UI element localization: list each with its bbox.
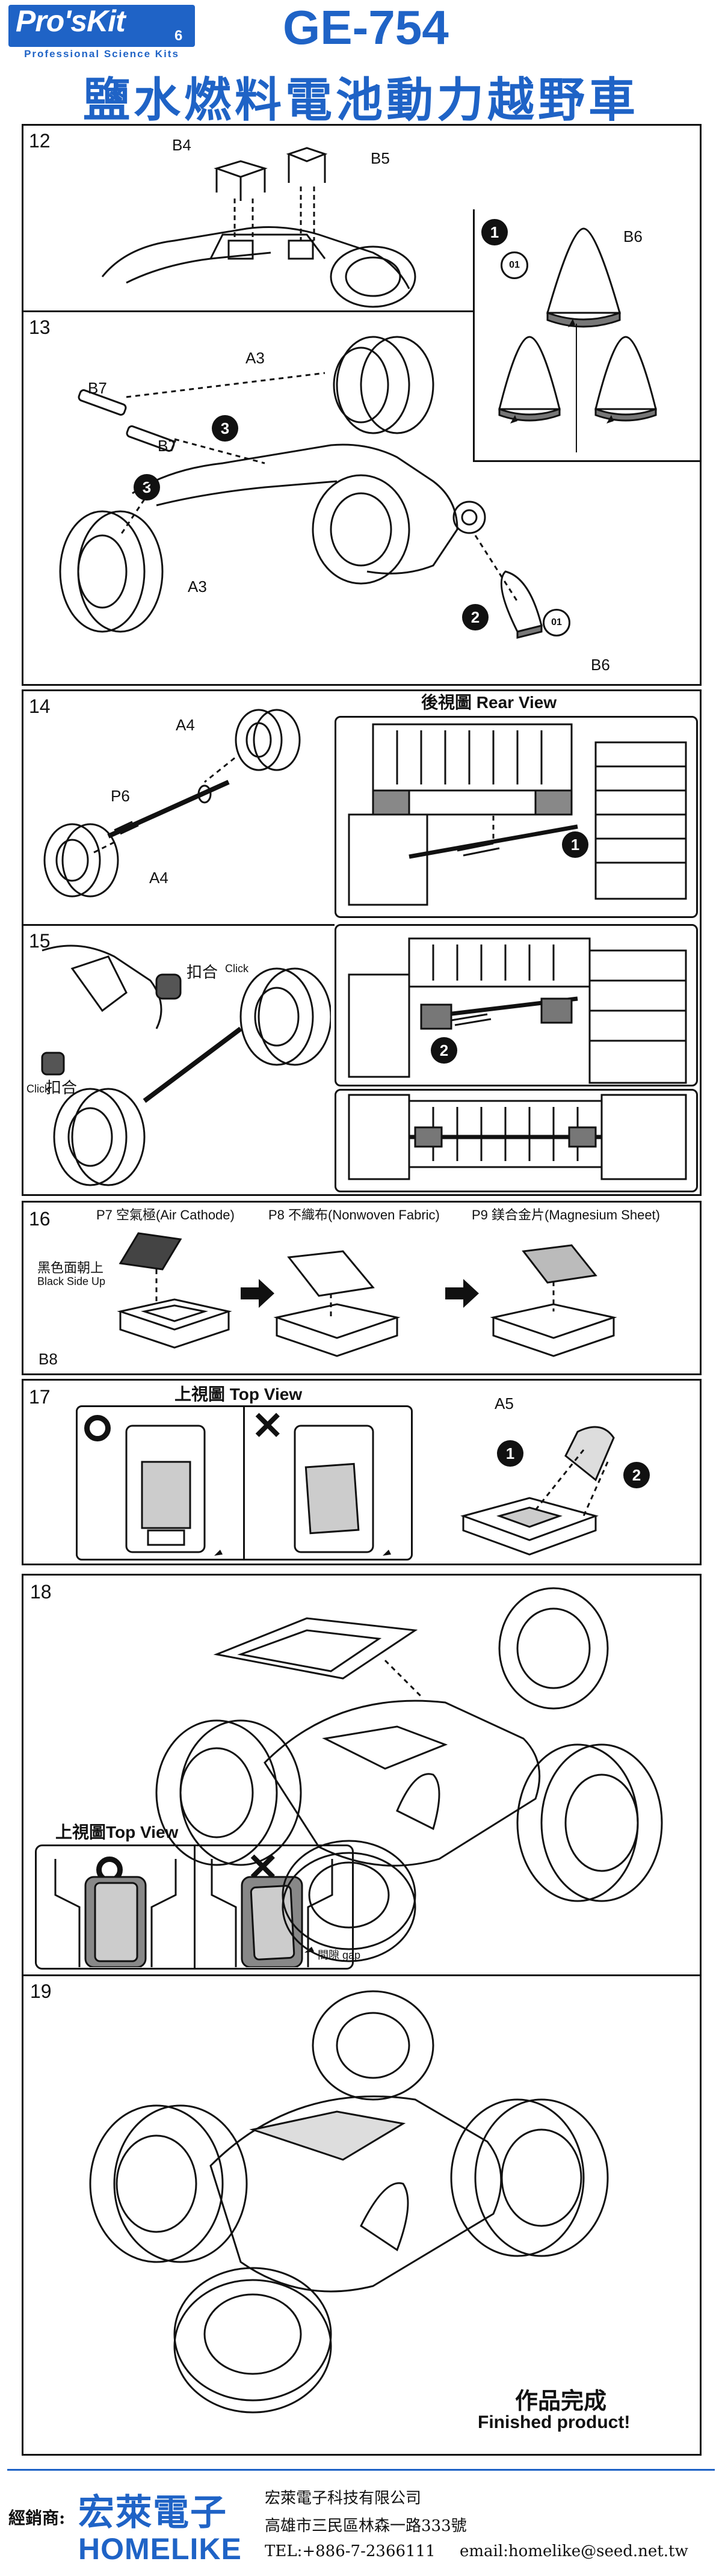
step-number: 14 bbox=[29, 695, 51, 717]
axle-click-illustration bbox=[41, 944, 331, 1186]
step-badge-1: 1 bbox=[481, 219, 508, 245]
part-label-b6: B6 bbox=[623, 227, 643, 245]
brand-logo-subtitle: Professional Science Kits bbox=[24, 48, 179, 60]
part-label-p7: P7 空氣極(Air Cathode) bbox=[96, 1207, 235, 1222]
part-label-a3-top: A3 bbox=[245, 349, 265, 367]
step-divider bbox=[22, 310, 473, 312]
detail-box-b6 bbox=[473, 209, 702, 462]
click-label: 扣合 bbox=[46, 1079, 78, 1097]
finished-label-en: Finished product! bbox=[478, 2412, 631, 2432]
rear-view-illustration bbox=[348, 723, 687, 906]
step-divider bbox=[22, 1974, 702, 1976]
step-badge-2: 2 bbox=[623, 1462, 650, 1488]
step-badge-2: 2 bbox=[462, 604, 489, 630]
axle-illustration bbox=[43, 709, 301, 898]
page-title: 鹽水燃料電池動力越野車 bbox=[82, 73, 639, 128]
brand-logo-number: 6 bbox=[174, 28, 183, 44]
part-label-p8: P8 不織布(Nonwoven Fabric) bbox=[268, 1207, 440, 1222]
cell-layer-illustration bbox=[117, 1232, 617, 1357]
steps-18-19-frame bbox=[22, 1574, 702, 2456]
wheel-install-illustration bbox=[59, 336, 543, 639]
brand-logo-word: Pro'sKit bbox=[16, 4, 126, 38]
step-number: 15 bbox=[29, 930, 51, 952]
company-name: 宏萊電子科技有限公司 bbox=[265, 2489, 422, 2507]
steps-12-13-frame bbox=[22, 124, 702, 686]
detail-box-axle bbox=[335, 924, 698, 1086]
step-number: 19 bbox=[30, 1980, 52, 2002]
axle-detail-illustration bbox=[348, 937, 687, 1180]
step-badge-2: 2 bbox=[431, 1037, 457, 1064]
part-label-p6: P6 bbox=[111, 787, 130, 805]
click-label-en: Click bbox=[26, 1083, 50, 1095]
part-label-a3-bottom: A3 bbox=[188, 578, 207, 596]
steps-14-15-frame bbox=[22, 689, 702, 1196]
part-label-b8: B8 bbox=[39, 1350, 58, 1368]
part-label-a5: A5 bbox=[495, 1394, 514, 1413]
top-view-compare-illustration bbox=[54, 1859, 333, 1967]
step-17-frame bbox=[22, 1379, 702, 1565]
company-address: 高雄市三民區林森一路333號 bbox=[265, 2517, 467, 2535]
part-label-p9: P9 鎂合金片(Magnesium Sheet) bbox=[472, 1207, 660, 1222]
step-number: 17 bbox=[29, 1386, 51, 1408]
distributor-label: 經銷商: bbox=[8, 2508, 66, 2528]
incorrect-icon: ✕ bbox=[251, 1404, 284, 1447]
distributor-brand-cn: 宏萊電子 bbox=[78, 2492, 227, 2534]
part-label-b6: B6 bbox=[591, 656, 610, 674]
click-label: 扣合 bbox=[187, 963, 218, 981]
top-view-title: 上視圖 Top View bbox=[174, 1385, 303, 1404]
detail-box-axle-done bbox=[335, 1089, 698, 1192]
finished-car-illustration bbox=[89, 1990, 609, 2414]
rear-view-title: 後視圖 Rear View bbox=[421, 693, 557, 712]
divider bbox=[243, 1405, 245, 1561]
finished-label: 作品完成 bbox=[515, 2389, 607, 2414]
step-16-frame bbox=[22, 1201, 702, 1375]
step-number: 16 bbox=[29, 1208, 51, 1230]
step-badge-3: 3 bbox=[212, 415, 238, 442]
top-view-title: 上視圖Top View bbox=[55, 1823, 179, 1841]
part-label-b5: B5 bbox=[371, 149, 390, 167]
footer-divider bbox=[7, 2469, 715, 2471]
step-number: 18 bbox=[30, 1581, 52, 1603]
click-label-en: Click bbox=[225, 963, 248, 975]
correct-icon bbox=[84, 1415, 111, 1441]
distributor-brand-en: HOMELIKE bbox=[78, 2532, 242, 2566]
chassis-illustration bbox=[101, 147, 416, 308]
step-divider bbox=[22, 924, 335, 926]
model-number: GE-754 bbox=[283, 1, 449, 54]
final-assembly-illustration bbox=[155, 1587, 663, 1962]
step-badge-1: 1 bbox=[497, 1440, 523, 1467]
orientation-ring-label: 01 bbox=[543, 609, 570, 636]
black-side-label: 黑色面朝上 bbox=[37, 1260, 104, 1275]
divider bbox=[194, 1844, 196, 1970]
company-email: email:homelike@seed.net.tw bbox=[460, 2542, 688, 2560]
rear-view-box bbox=[335, 716, 698, 918]
step-number: 13 bbox=[29, 316, 51, 338]
step-badge-1: 1 bbox=[562, 831, 588, 858]
step-number: 12 bbox=[29, 130, 51, 152]
black-side-label-en: Black Side Up bbox=[37, 1275, 106, 1287]
part-label-a4-top: A4 bbox=[176, 716, 195, 734]
company-tel: TEL:+886-7-2366111 bbox=[265, 2542, 436, 2560]
part-label-a4-bottom: A4 bbox=[149, 869, 168, 887]
part-label-b4: B4 bbox=[172, 136, 191, 154]
cover-install-illustration bbox=[125, 1425, 615, 1556]
brand-logo bbox=[8, 5, 195, 47]
orientation-ring-label: 01 bbox=[501, 251, 528, 279]
cone-tip-illustration bbox=[498, 227, 657, 452]
